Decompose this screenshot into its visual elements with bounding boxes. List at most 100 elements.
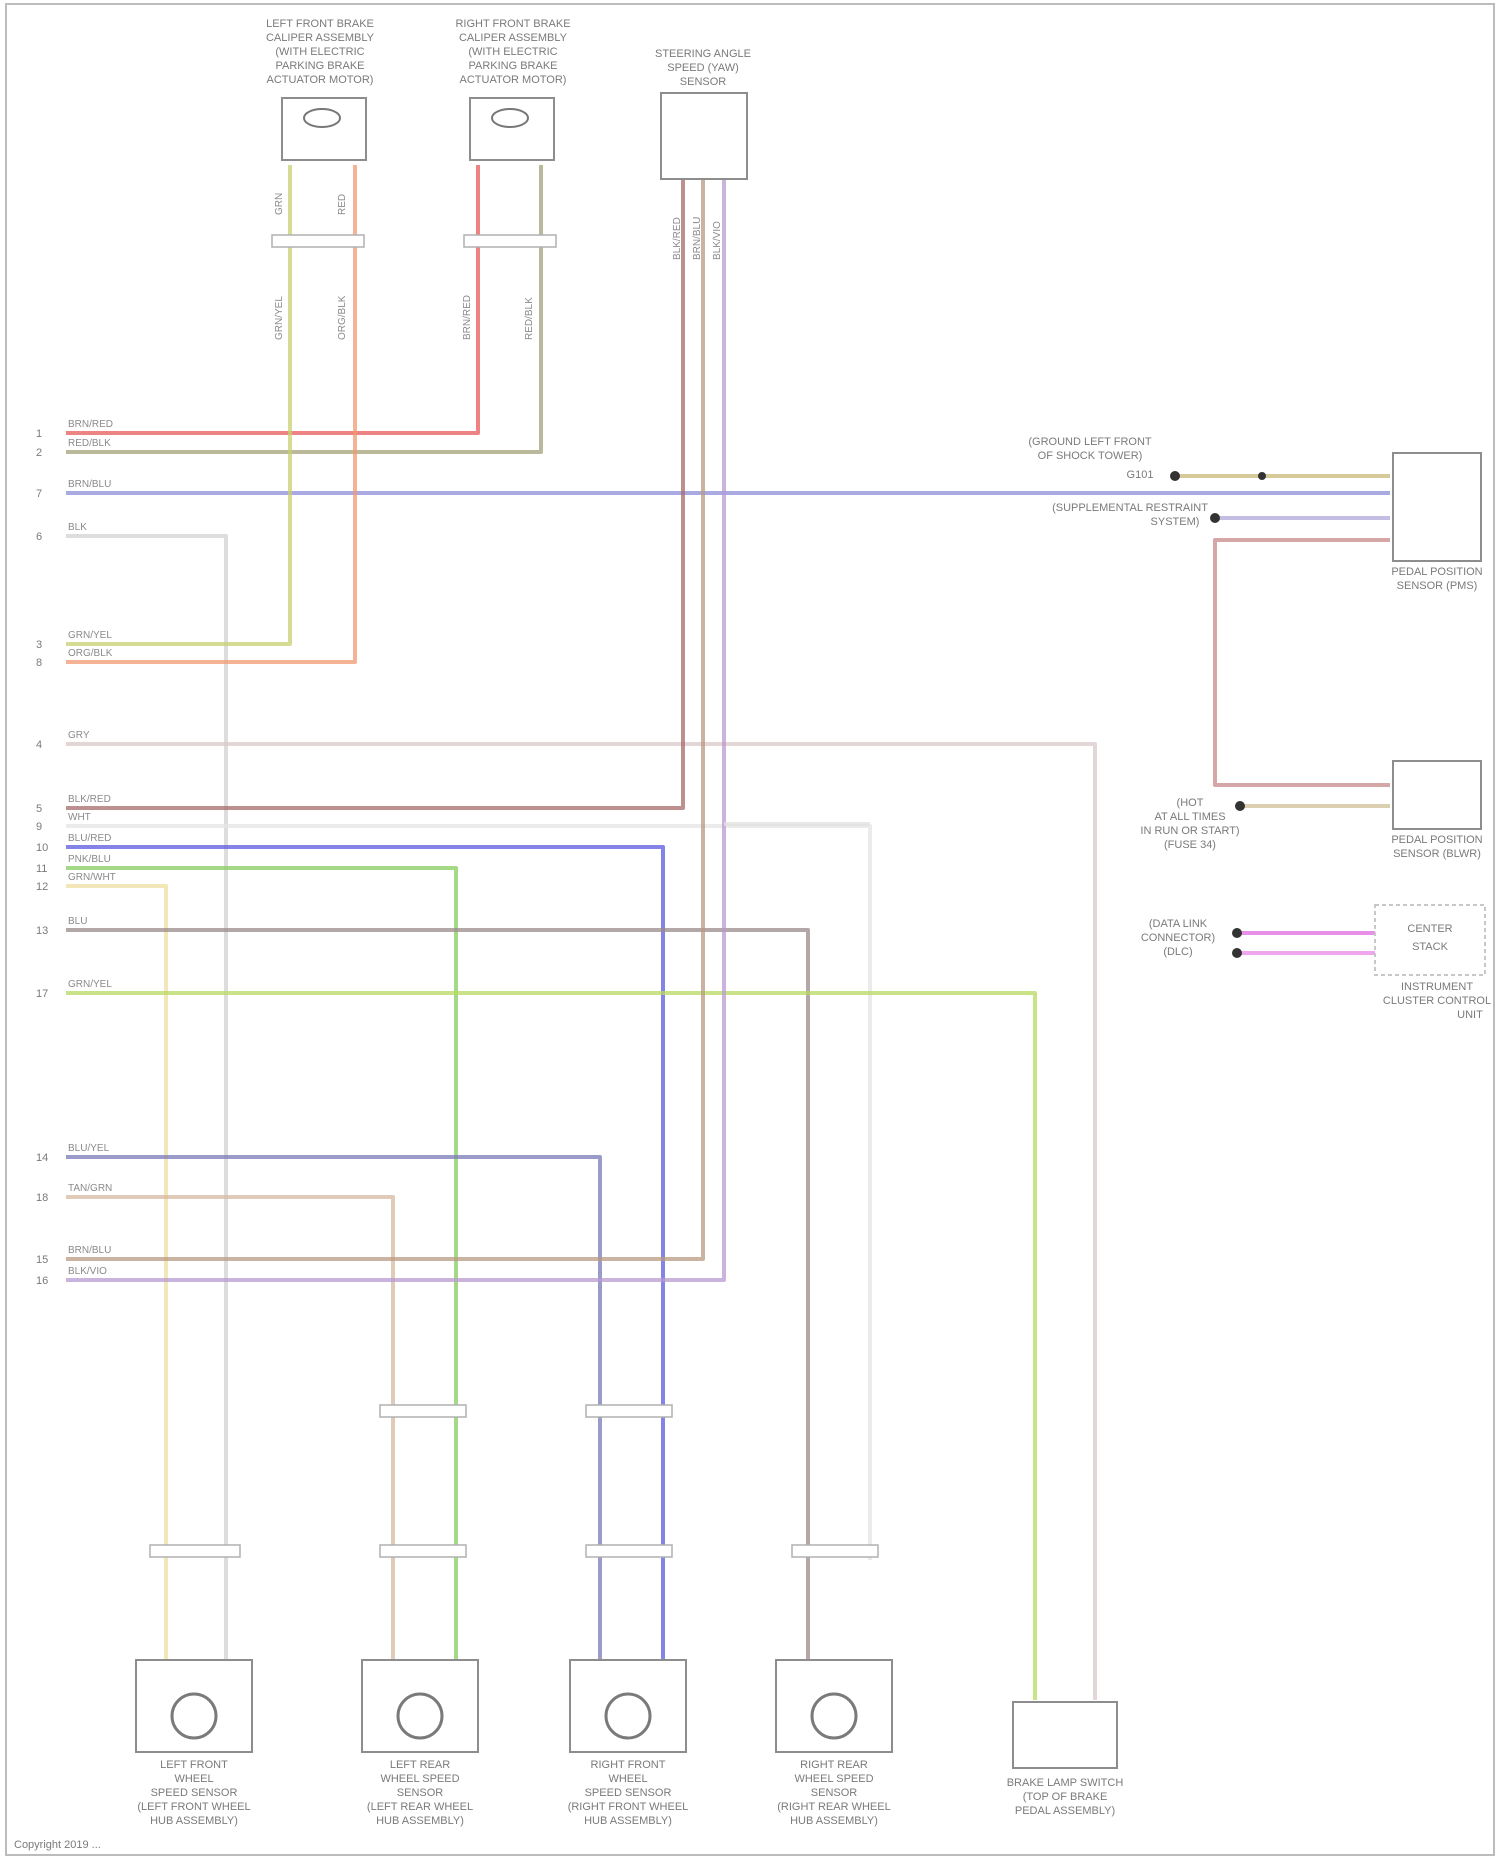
lf-caliper-component: LEFT FRONT BRAKE CALIPER ASSEMBLY (WITH …	[266, 18, 375, 160]
pin-number: 18	[36, 1192, 48, 1204]
wire-pin1-red	[66, 165, 478, 433]
wheel-rr-label-0: RIGHT REAR	[800, 1759, 868, 1771]
pin-number: 11	[36, 863, 47, 875]
pin-number: 17	[36, 988, 48, 1000]
wheel-lf-label-3: (LEFT FRONT WHEEL	[137, 1801, 250, 1813]
cluster-caption-1: CLUSTER CONTROL	[1383, 995, 1491, 1007]
rf-caliper-label-3: PARKING BRAKE	[468, 60, 557, 72]
pin-wire-label: WHT	[68, 812, 91, 823]
wire-pin11-green	[66, 868, 456, 1660]
wheel-rf-label-2: SPEED SENSOR	[585, 1787, 672, 1799]
wheel-rf-label-0: RIGHT FRONT	[591, 1759, 666, 1771]
dlc-dot-2	[1232, 948, 1242, 958]
pin-number: 7	[36, 488, 42, 500]
pin-wire-label: PNK/BLU	[68, 854, 111, 865]
steering-sensor-box	[661, 93, 747, 179]
cluster-module-box	[1375, 905, 1485, 975]
wire-tag: GRN/YEL	[274, 296, 285, 340]
wire-tag: BRN/BLU	[692, 217, 703, 260]
wire-pin6-gray	[66, 536, 226, 1680]
pin-wire-label: TAN/GRN	[68, 1183, 112, 1194]
copyright-footer: Copyright 2019 ...	[14, 1839, 101, 1851]
pedal-sensor-label-0: PEDAL POSITION	[1391, 834, 1482, 846]
wheel-lr-label-0: LEFT REAR	[390, 1759, 450, 1771]
brake-switch-label-2: PEDAL ASSEMBLY)	[1015, 1805, 1115, 1817]
wheel-sensor-rr: RIGHT REAR WHEEL SPEED SENSOR (RIGHT REA…	[776, 1660, 892, 1827]
lr-connector	[380, 1545, 466, 1557]
wire-pin15-brown	[66, 180, 703, 1259]
pedal-switch-label-1: SENSOR (PMS)	[1397, 580, 1478, 592]
pin-number: 9	[36, 821, 42, 833]
bottom-connectors	[150, 1405, 878, 1557]
rf-caliper-component: RIGHT FRONT BRAKE CALIPER ASSEMBLY (WITH…	[455, 18, 570, 160]
lf-caliper-label-2: (WITH ELECTRIC	[275, 46, 364, 58]
wheel-sensor-rf: RIGHT FRONT WHEEL SPEED SENSOR (RIGHT FR…	[568, 1660, 689, 1827]
pedal-sensor-box	[1393, 761, 1481, 829]
pin-number: 16	[36, 1275, 48, 1287]
ground-splice-dot	[1170, 471, 1180, 481]
srs-dot	[1210, 513, 1220, 523]
cluster-caption-2: UNIT	[1457, 1009, 1483, 1021]
rf-caliper-label-1: CALIPER ASSEMBLY	[459, 32, 568, 44]
note-hot-2: IN RUN OR START)	[1140, 825, 1239, 837]
lf-caliper-box	[282, 98, 366, 160]
pin-wire-label: BLK/VIO	[68, 1266, 107, 1277]
lf-caliper-label-3: PARKING BRAKE	[275, 60, 364, 72]
wheel-speed-sensors: LEFT FRONT WHEEL SPEED SENSOR (LEFT FRON…	[136, 1660, 1123, 1827]
wheel-lf-label-0: LEFT FRONT	[160, 1759, 228, 1771]
lf-caliper-connector	[272, 235, 364, 247]
pin-wire-label: ORG/BLK	[68, 648, 113, 659]
wire-tag: RED	[337, 194, 348, 215]
wheel-rr-label-3: (RIGHT REAR WHEEL	[777, 1801, 890, 1813]
pin-wire-label: BLK/RED	[68, 794, 111, 805]
pin-number: 15	[36, 1254, 48, 1266]
dlc-dot-1	[1232, 928, 1242, 938]
note-dlc-0: (DATA LINK	[1149, 918, 1208, 930]
wire-tag: ORG/BLK	[337, 295, 348, 340]
cluster-caption-0: INSTRUMENT	[1401, 981, 1473, 993]
note-ground-1: OF SHOCK TOWER)	[1038, 450, 1143, 462]
note-hot-1: AT ALL TIMES	[1154, 811, 1225, 823]
steering-label-0: STEERING ANGLE	[655, 48, 751, 60]
steering-label-1: SPEED (YAW)	[667, 62, 739, 74]
wire-tag: BLK/VIO	[712, 221, 723, 260]
pin-number: 12	[36, 881, 48, 893]
wheel-lr-label-1: WHEEL SPEED	[380, 1773, 459, 1785]
cluster-module-text-1: STACK	[1412, 941, 1449, 953]
wire-tag: RED/BLK	[524, 297, 535, 340]
brake-switch-box	[1013, 1702, 1117, 1768]
wheel-sensor-lf: LEFT FRONT WHEEL SPEED SENSOR (LEFT FRON…	[136, 1660, 252, 1827]
wheel-lr-label-3: (LEFT REAR WHEEL	[367, 1801, 473, 1813]
rf-connector-upper	[586, 1405, 672, 1417]
wheel-sensor-lr: LEFT REAR WHEEL SPEED SENSOR (LEFT REAR …	[362, 1660, 478, 1827]
pedal-sensor-label-1: SENSOR (BLWR)	[1393, 848, 1481, 860]
pin-number: 10	[36, 842, 48, 854]
pin-wire-label: BLU/RED	[68, 833, 111, 844]
pin-wire-label: GRY	[68, 730, 90, 741]
wheel-rr-label-4: HUB ASSEMBLY)	[790, 1815, 878, 1827]
brake-lamp-switch: BRAKE LAMP SWITCH (TOP OF BRAKE PEDAL AS…	[1007, 1702, 1124, 1817]
pin-wire-label: GRN/YEL	[68, 630, 112, 641]
wire-pin12-yellow	[66, 886, 166, 1680]
pin-wire-label: BRN/BLU	[68, 479, 111, 490]
wire-pin18-tan	[66, 1197, 393, 1660]
pedal-switch-label-0: PEDAL POSITION	[1391, 566, 1482, 578]
pin-number: 8	[36, 657, 42, 669]
pin-wire-label: RED/BLK	[68, 438, 111, 449]
wheel-lr-label-2: SENSOR	[397, 1787, 444, 1799]
pin-number: 1	[36, 428, 42, 440]
pin-wire-label: GRN/YEL	[68, 979, 112, 990]
lf-caliper-label-1: CALIPER ASSEMBLY	[266, 32, 375, 44]
lf-caliper-label-4: ACTUATOR MOTOR)	[267, 74, 374, 86]
pin-number: 14	[36, 1152, 48, 1164]
pin-number: 5	[36, 803, 42, 815]
pin-number: 2	[36, 447, 42, 459]
rf-caliper-label-0: RIGHT FRONT BRAKE	[455, 18, 570, 30]
pin-number: 6	[36, 531, 42, 543]
rf-caliper-connector	[464, 235, 556, 247]
lf-caliper-label-0: LEFT FRONT BRAKE	[266, 18, 374, 30]
note-srs-1: SYSTEM)	[1151, 516, 1200, 528]
steering-sensor-component: STEERING ANGLE SPEED (YAW) SENSOR	[655, 48, 751, 179]
pin-wire-label: BRN/RED	[68, 419, 113, 430]
wire-pin3-ygreen	[66, 165, 290, 644]
